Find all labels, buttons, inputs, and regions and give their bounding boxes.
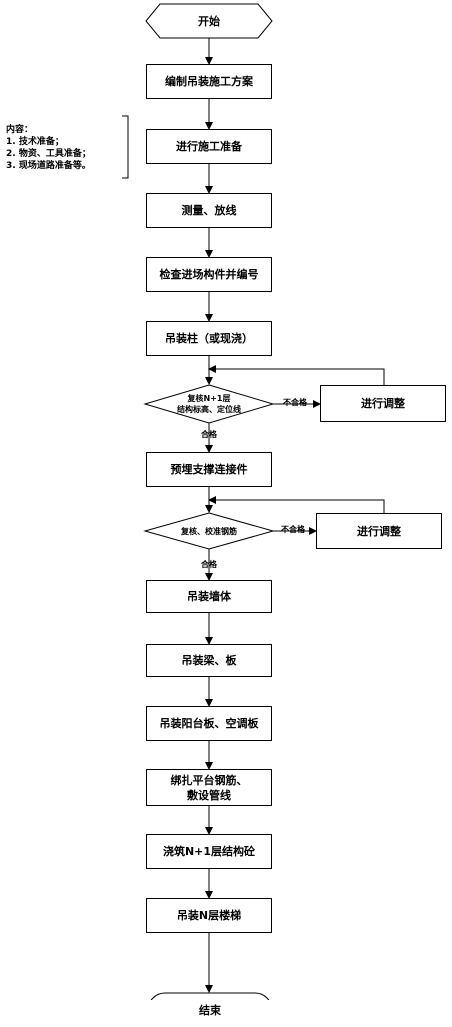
step-hoist-balcony: 吊装阳台板、空调板 xyxy=(146,706,272,741)
arrow-adjust1-loop-back xyxy=(208,365,385,385)
step-rebar-conduit: 绑扎平台钢筋、 敷设管线 xyxy=(146,769,272,806)
arrow-adjust2-loop-back xyxy=(208,496,385,513)
decision-2-text: 复核、校准钢筋 xyxy=(181,527,237,536)
step-hoist-columns: 吊装柱（或现浇） xyxy=(146,321,272,356)
end-terminator-shape xyxy=(150,992,270,1000)
note-title: 内容： xyxy=(6,125,34,135)
note-line-3: 3. 现场道路准备等。 xyxy=(6,161,91,171)
start-terminator-shape xyxy=(145,3,273,39)
step-hoist-stairs: 吊装N层楼梯 xyxy=(146,898,272,933)
note-line-2: 2. 物资、工具准备； xyxy=(6,149,91,159)
step-embed-connectors: 预埋支撑连接件 xyxy=(146,452,272,487)
note-bracket xyxy=(122,115,129,179)
decision-1-pass-label: 合格 xyxy=(201,430,217,439)
end-terminator: 结束 xyxy=(199,1004,221,1017)
step-survey-layout: 测量、放线 xyxy=(146,193,272,228)
step-hoist-beams-slabs: 吊装梁、板 xyxy=(146,644,272,677)
note-line-1: 1. 技术准备； xyxy=(6,137,64,147)
adjust-box-1: 进行调整 xyxy=(320,385,446,422)
start-terminator: 开始 xyxy=(198,15,220,28)
step-inspect-components: 检查进场构件并编号 xyxy=(146,257,272,292)
step-pour-concrete: 浇筑N+1层结构砼 xyxy=(146,834,272,869)
adjust-box-2: 进行调整 xyxy=(316,513,442,549)
decision-1-text: 复核N+1层 结构标高、定位线 xyxy=(177,394,241,414)
decision-2-fail-label: 不合格 xyxy=(281,525,305,534)
flow-connectors xyxy=(122,3,385,1000)
step-construction-prep: 进行施工准备 xyxy=(146,129,272,164)
decision-2-pass-label: 合格 xyxy=(201,560,217,569)
step-compile-plan: 编制吊装施工方案 xyxy=(146,64,272,99)
step-hoist-walls: 吊装墙体 xyxy=(146,580,272,613)
decision-1-fail-label: 不合格 xyxy=(283,398,307,407)
